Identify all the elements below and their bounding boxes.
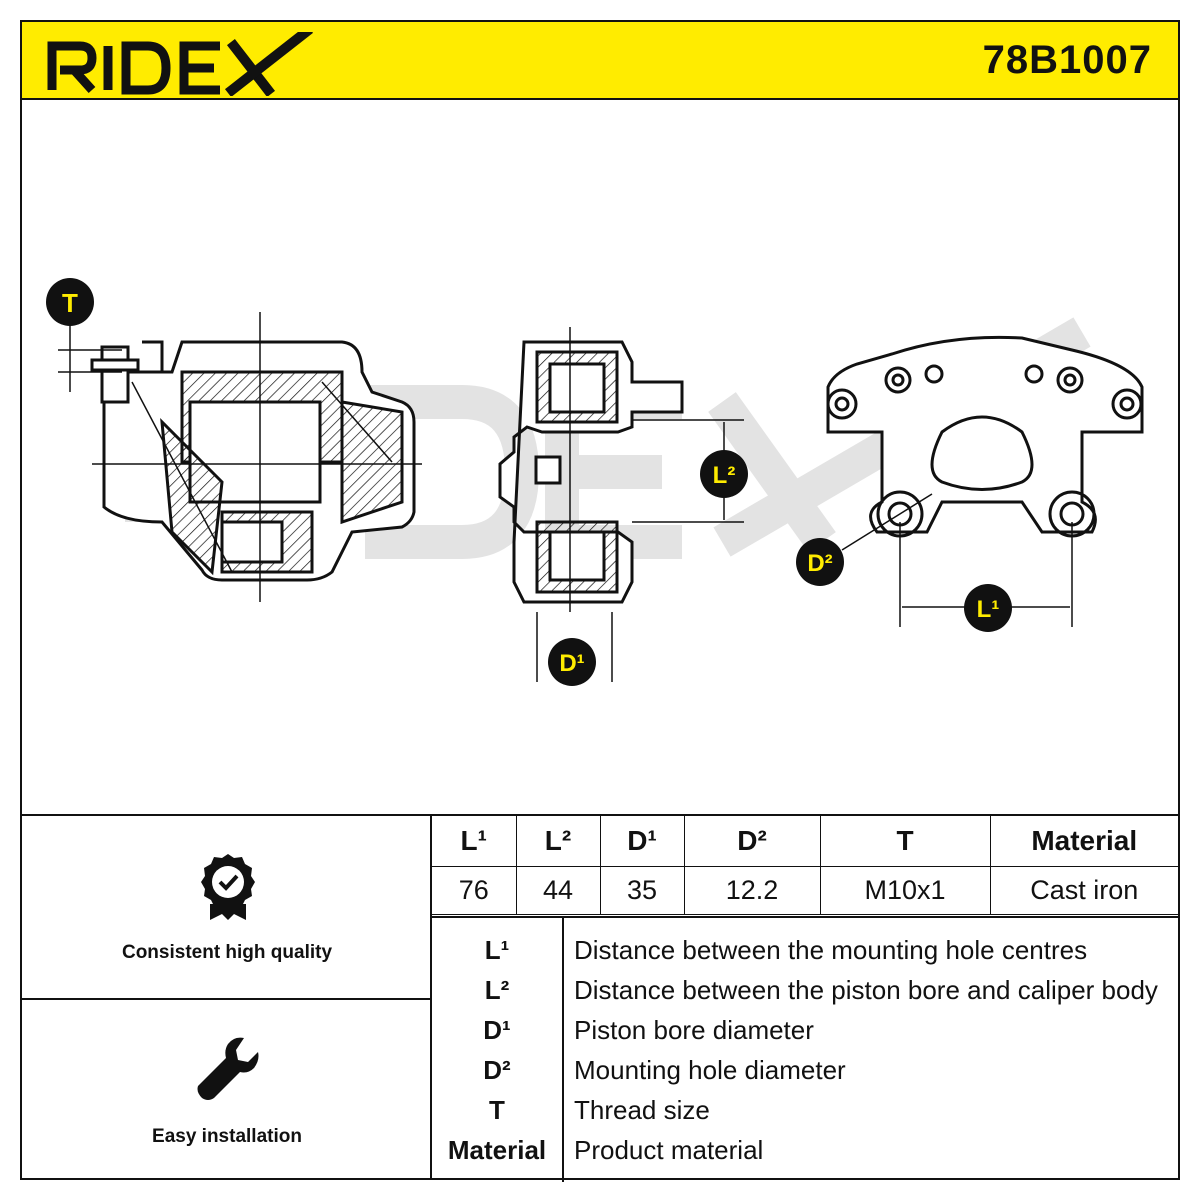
legend-key: D² xyxy=(483,1055,511,1085)
callout-l2-label: L² xyxy=(713,462,736,489)
caliper-front-view xyxy=(826,335,1144,627)
legend-description: Thread size xyxy=(574,1095,710,1125)
spec-value-l1: 76 xyxy=(432,865,517,915)
technical-drawing: T L² D¹ D² L¹ xyxy=(22,102,1178,814)
thread-dimension xyxy=(58,324,122,392)
legend-key: Material xyxy=(447,1135,547,1165)
callout-l1-label: L¹ xyxy=(977,596,1000,623)
spec-value-l2: 44 xyxy=(515,865,601,915)
product-sheet: 78B1007 xyxy=(20,20,1180,1182)
quality-badge-icon xyxy=(201,854,255,920)
legend: L¹ Distance between the mounting hole ce… xyxy=(432,916,1178,1182)
feature-installation: Easy installation xyxy=(22,1000,432,1180)
spec-value-d1: 35 xyxy=(599,865,685,915)
legend-row: D² Mounting hole diameter xyxy=(432,1050,1178,1090)
callout-d1: D¹ xyxy=(548,638,596,686)
legend-row: L² Distance between the piston bore and … xyxy=(432,970,1178,1010)
legend-description: Mounting hole diameter xyxy=(574,1055,846,1085)
spec-header-t: T xyxy=(819,816,991,867)
header-bar: 78B1007 xyxy=(22,22,1178,100)
ridex-logo xyxy=(47,32,314,96)
callout-l2: L² xyxy=(700,450,748,498)
legend-description: Piston bore diameter xyxy=(574,1015,814,1045)
spec-header-d1: D¹ xyxy=(599,816,685,867)
legend-key: T xyxy=(489,1095,505,1125)
legend-row: L¹ Distance between the mounting hole ce… xyxy=(432,930,1178,970)
spec-value-d2: 12.2 xyxy=(683,865,821,915)
legend-key: L¹ xyxy=(484,935,510,965)
caliper-side-view xyxy=(498,327,744,682)
legend-row: T Thread size xyxy=(432,1090,1178,1130)
callout-l1: L¹ xyxy=(964,584,1012,632)
specs-table: L¹ L² D¹ D² T Material 76 44 35 12.2 M10… xyxy=(432,816,1178,915)
specifications-section: Consistent high quality Easy installatio… xyxy=(22,814,1178,1182)
callout-t-label: T xyxy=(62,288,78,318)
spec-header-material: Material xyxy=(989,816,1178,867)
legend-description: Product material xyxy=(574,1135,764,1165)
legend-key: D¹ xyxy=(483,1015,511,1045)
legend-divider xyxy=(562,918,564,1182)
legend-row: D¹ Piston bore diameter xyxy=(432,1010,1178,1050)
legend-key: L² xyxy=(484,975,510,1005)
wrench-icon xyxy=(197,1037,259,1100)
part-number: 78B1007 xyxy=(982,38,1152,82)
callout-t: T xyxy=(46,278,94,326)
spec-header-l2: L² xyxy=(515,816,601,867)
legend-description: Distance between the piston bore and cal… xyxy=(574,975,1158,1005)
caliper-section-view xyxy=(90,312,422,602)
feature-quality-label: Consistent high quality xyxy=(121,942,333,963)
caliper-drawing: T L² D¹ D² L¹ xyxy=(46,278,1144,686)
callout-d1-label: D¹ xyxy=(559,650,584,677)
callout-d2: D² xyxy=(796,538,844,586)
spec-header-d2: D² xyxy=(683,816,821,867)
spec-header-l1: L¹ xyxy=(432,816,517,867)
feature-quality: Consistent high quality xyxy=(22,816,432,1000)
legend-row: Material Product material xyxy=(432,1130,1178,1170)
specs-header-row: L¹ L² D¹ D² T Material xyxy=(432,816,1178,867)
spec-value-material: Cast iron xyxy=(989,865,1178,915)
legend-description: Distance between the mounting hole centr… xyxy=(574,935,1088,965)
feature-installation-label: Easy installation xyxy=(152,1126,302,1147)
callout-d2-label: D² xyxy=(807,550,832,577)
specs-value-row: 76 44 35 12.2 M10x1 Cast iron xyxy=(432,865,1178,915)
spec-value-t: M10x1 xyxy=(819,865,991,915)
